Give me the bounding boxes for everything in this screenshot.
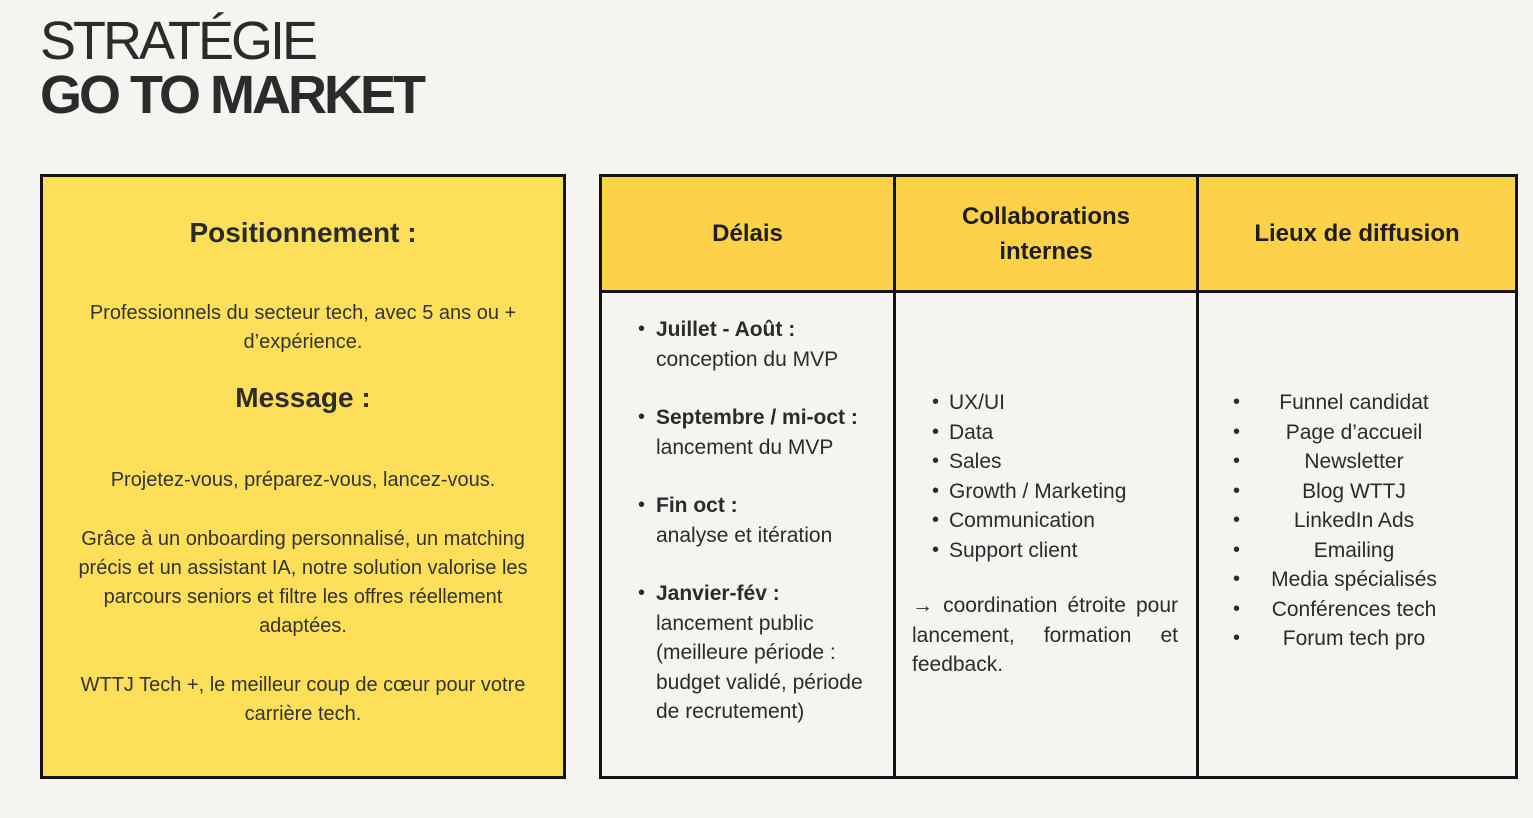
lieux-list: • Funnel candidat • Page d’accueil • Newslett… bbox=[1233, 388, 1475, 654]
collaboration-item: Growth / Marketing bbox=[932, 477, 1126, 507]
message-closing: WTTJ Tech +, le meilleur coup de cœur po… bbox=[80, 674, 526, 725]
lieu-label: Newsletter bbox=[1304, 450, 1404, 473]
positioning-message-box: Positionnement : Professionnels du secte… bbox=[40, 174, 566, 779]
delais-label: Janvier-fév : bbox=[656, 582, 780, 605]
delais-label: Juillet - Août : bbox=[656, 318, 796, 341]
lieu-item: • Media spécialisés bbox=[1233, 565, 1475, 595]
collaboration-item: Data bbox=[932, 418, 1126, 448]
title-line-2: GO TO MARKET bbox=[40, 65, 426, 125]
delais-label: Septembre / mi-oct : bbox=[656, 406, 858, 429]
delais-item: Janvier-fév : lancement public (meilleure… bbox=[638, 579, 883, 727]
lieu-item: • Conférences tech bbox=[1233, 595, 1475, 625]
message-body: Grâce à un onboarding personnalisé, un m… bbox=[78, 528, 528, 637]
lieu-label: LinkedIn Ads bbox=[1293, 509, 1415, 532]
lieu-label: Conférences tech bbox=[1271, 597, 1437, 621]
bullet-icon: • bbox=[1233, 450, 1241, 472]
delais-label: Fin oct : bbox=[656, 494, 738, 517]
bullet-icon: • bbox=[1233, 479, 1241, 502]
delais-desc: lancement du MVP bbox=[656, 435, 834, 459]
lieu-label: Media spécialisés bbox=[1271, 568, 1437, 591]
lieu-label: Blog WTTJ bbox=[1302, 479, 1406, 503]
bullet-icon: • bbox=[1233, 391, 1241, 413]
go-to-market-table: Délais Collaborations internes Lieux de … bbox=[599, 174, 1518, 779]
lieu-label: Funnel candidat bbox=[1279, 391, 1429, 414]
delais-item: Juillet - Août : conception du MVP bbox=[638, 315, 883, 374]
positioning-heading: Positionnement : bbox=[189, 217, 417, 248]
cell-delais: Juillet - Août : conception du MVP Septemb… bbox=[602, 293, 896, 776]
collaboration-item: Communication bbox=[932, 506, 1126, 536]
collaborations-list: UX/UIDataSalesGrowth / MarketingCommunic… bbox=[932, 388, 1126, 565]
collaboration-item: Support client bbox=[932, 536, 1126, 566]
lieu-item: • LinkedIn Ads bbox=[1233, 506, 1475, 536]
header-lieux: Lieux de diffusion bbox=[1199, 177, 1515, 293]
collaborations-note: → coordination étroite pour lancement, f… bbox=[912, 594, 1178, 676]
delais-desc: analyse et itération bbox=[656, 523, 833, 547]
lieu-item: • Funnel candidat bbox=[1233, 388, 1475, 418]
message-tagline: Projetez-vous, préparez-vous, lancez-vou… bbox=[110, 469, 496, 491]
cell-collaborations: UX/UIDataSalesGrowth / MarketingCommunic… bbox=[896, 293, 1199, 776]
page-title: STRATÉGIE GO TO MARKET bbox=[40, 11, 426, 125]
bullet-icon: • bbox=[1233, 538, 1241, 561]
lieu-label: Forum tech pro bbox=[1282, 627, 1426, 650]
message-heading: Message : bbox=[235, 382, 371, 413]
delais-desc: lancement public (meilleure période : bu… bbox=[656, 611, 863, 724]
collaboration-item: Sales bbox=[932, 447, 1126, 477]
lieu-item: • Forum tech pro bbox=[1233, 624, 1475, 654]
bullet-icon: • bbox=[1233, 568, 1241, 590]
delais-item: Fin oct : analyse et itération bbox=[638, 491, 883, 550]
title-line-1: STRATÉGIE bbox=[40, 11, 318, 71]
cell-lieux: • Funnel candidat • Page d’accueil • Newslett… bbox=[1199, 293, 1515, 776]
lieu-item: • Page d’accueil bbox=[1233, 418, 1475, 448]
delais-desc: conception du MVP bbox=[656, 347, 839, 371]
lieu-label: Emailing bbox=[1313, 538, 1395, 562]
bullet-icon: • bbox=[1233, 597, 1241, 620]
bullet-icon: • bbox=[1233, 627, 1241, 649]
header-delais: Délais bbox=[602, 177, 896, 293]
lieu-item: • Blog WTTJ bbox=[1233, 477, 1475, 507]
delais-list: Juillet - Août : conception du MVP Septemb… bbox=[638, 315, 883, 756]
delais-item: Septembre / mi-oct : lancement du MVP bbox=[638, 403, 883, 462]
lieu-label: Page d’accueil bbox=[1285, 420, 1423, 444]
lieu-item: • Emailing bbox=[1233, 536, 1475, 566]
bullet-icon: • bbox=[1233, 420, 1241, 443]
positioning-text: Professionnels du secteur tech, avec 5 a… bbox=[89, 302, 517, 353]
bullet-icon: • bbox=[1233, 509, 1241, 531]
collaboration-item: UX/UI bbox=[932, 388, 1126, 418]
lieu-item: • Newsletter bbox=[1233, 447, 1475, 477]
header-collaborations: Collaborations internes bbox=[896, 177, 1199, 293]
